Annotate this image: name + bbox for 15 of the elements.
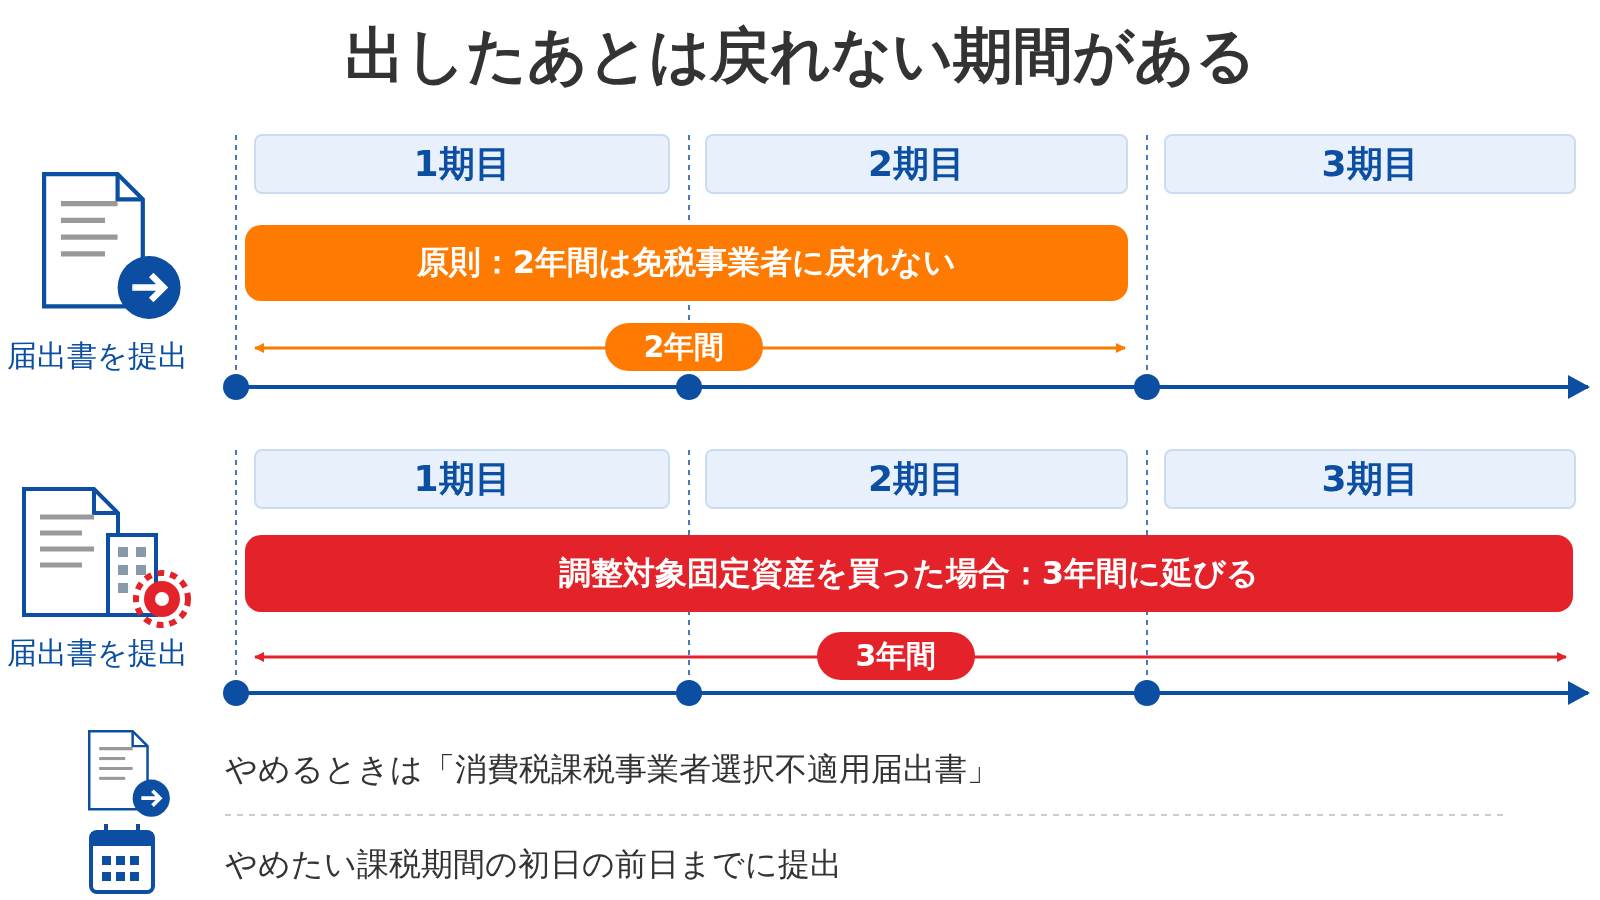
rule-bar: 原則：2年間は免税事業者に戻れない [245, 225, 1128, 301]
period-box: 2期目 [705, 449, 1128, 509]
icon-caption: 届出書を提出 [6, 633, 189, 672]
period-box: 1期目 [254, 134, 670, 194]
rule-bar: 調整対象固定資産を買った場合：3年間に延びる [245, 535, 1573, 612]
icon-caption: 届出書を提出 [6, 336, 189, 375]
period-box: 1期目 [254, 449, 670, 509]
note-text: やめるときは「消費税課税事業者選択不適用届出書」 [225, 749, 1000, 790]
title: 出したあとは戻れない期間がある [343, 18, 1257, 92]
period-box: 3期目 [1164, 449, 1576, 509]
period-box: 2期目 [705, 134, 1128, 194]
duration-pill: 3年間 [817, 632, 975, 680]
note-text: やめたい課税期間の初日の前日までに提出 [225, 844, 843, 885]
period-box: 3期目 [1164, 134, 1576, 194]
duration-pill: 2年間 [605, 323, 763, 371]
